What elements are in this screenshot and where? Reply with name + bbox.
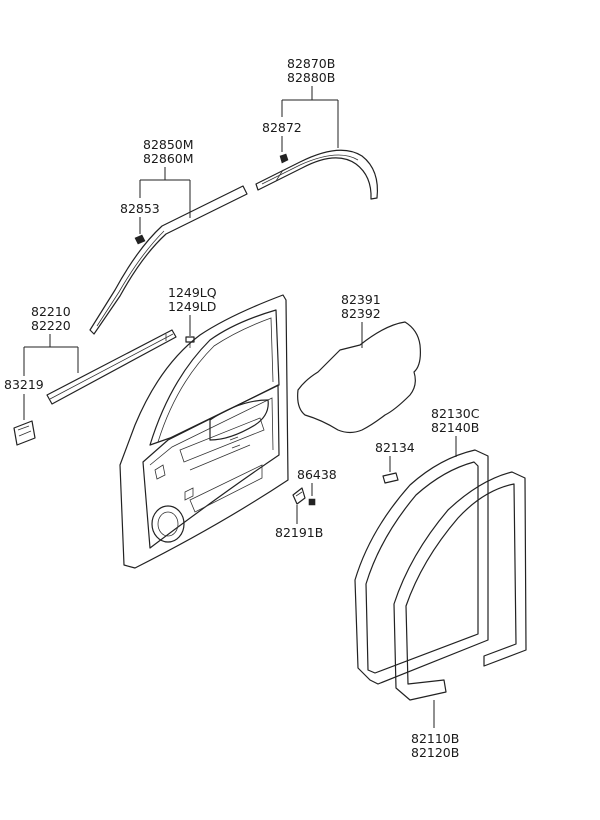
label-82210: 82210 — [31, 304, 71, 319]
label-1249LD: 1249LD — [168, 299, 216, 314]
part-82870B-garnish — [255, 149, 379, 200]
label-83219: 83219 — [4, 377, 44, 392]
label-82850M: 82850M — [143, 137, 194, 152]
part-82110B-weatherstrip — [393, 471, 527, 701]
part-86438-bolt — [308, 498, 316, 506]
label-82140B: 82140B — [431, 420, 479, 435]
part-82130C-weatherstrip — [354, 449, 489, 685]
part-82872-clip — [279, 153, 289, 164]
label-82110B: 82110B — [411, 731, 459, 746]
label-82872: 82872 — [262, 120, 302, 135]
leader-82210 — [23, 334, 79, 376]
label-82860M: 82860M — [143, 151, 194, 166]
label-82130C: 82130C — [431, 406, 480, 421]
part-82210-belt-moulding — [46, 329, 177, 405]
label-82134: 82134 — [375, 440, 415, 455]
part-82391-seal-sheet — [297, 321, 421, 434]
label-82120B: 82120B — [411, 745, 459, 760]
label-86438: 86438 — [297, 467, 337, 482]
label-82853: 82853 — [120, 201, 160, 216]
label-82392: 82392 — [341, 306, 381, 321]
part-82191B-bracket — [292, 487, 306, 505]
part-82134-clip — [382, 472, 399, 484]
part-83219-clip — [13, 420, 36, 446]
label-1249LQ: 1249LQ — [168, 285, 217, 300]
label-82220: 82220 — [31, 318, 71, 333]
leader-82870B — [281, 86, 339, 148]
label-82870B: 82870B — [287, 56, 335, 71]
leader-82850M — [139, 167, 191, 218]
part-82853-clip — [134, 234, 146, 245]
label-82880B: 82880B — [287, 70, 335, 85]
label-82191B: 82191B — [275, 525, 323, 540]
label-82391: 82391 — [341, 292, 381, 307]
part-front-door — [119, 294, 289, 569]
part-82850M-garnish — [89, 185, 248, 335]
